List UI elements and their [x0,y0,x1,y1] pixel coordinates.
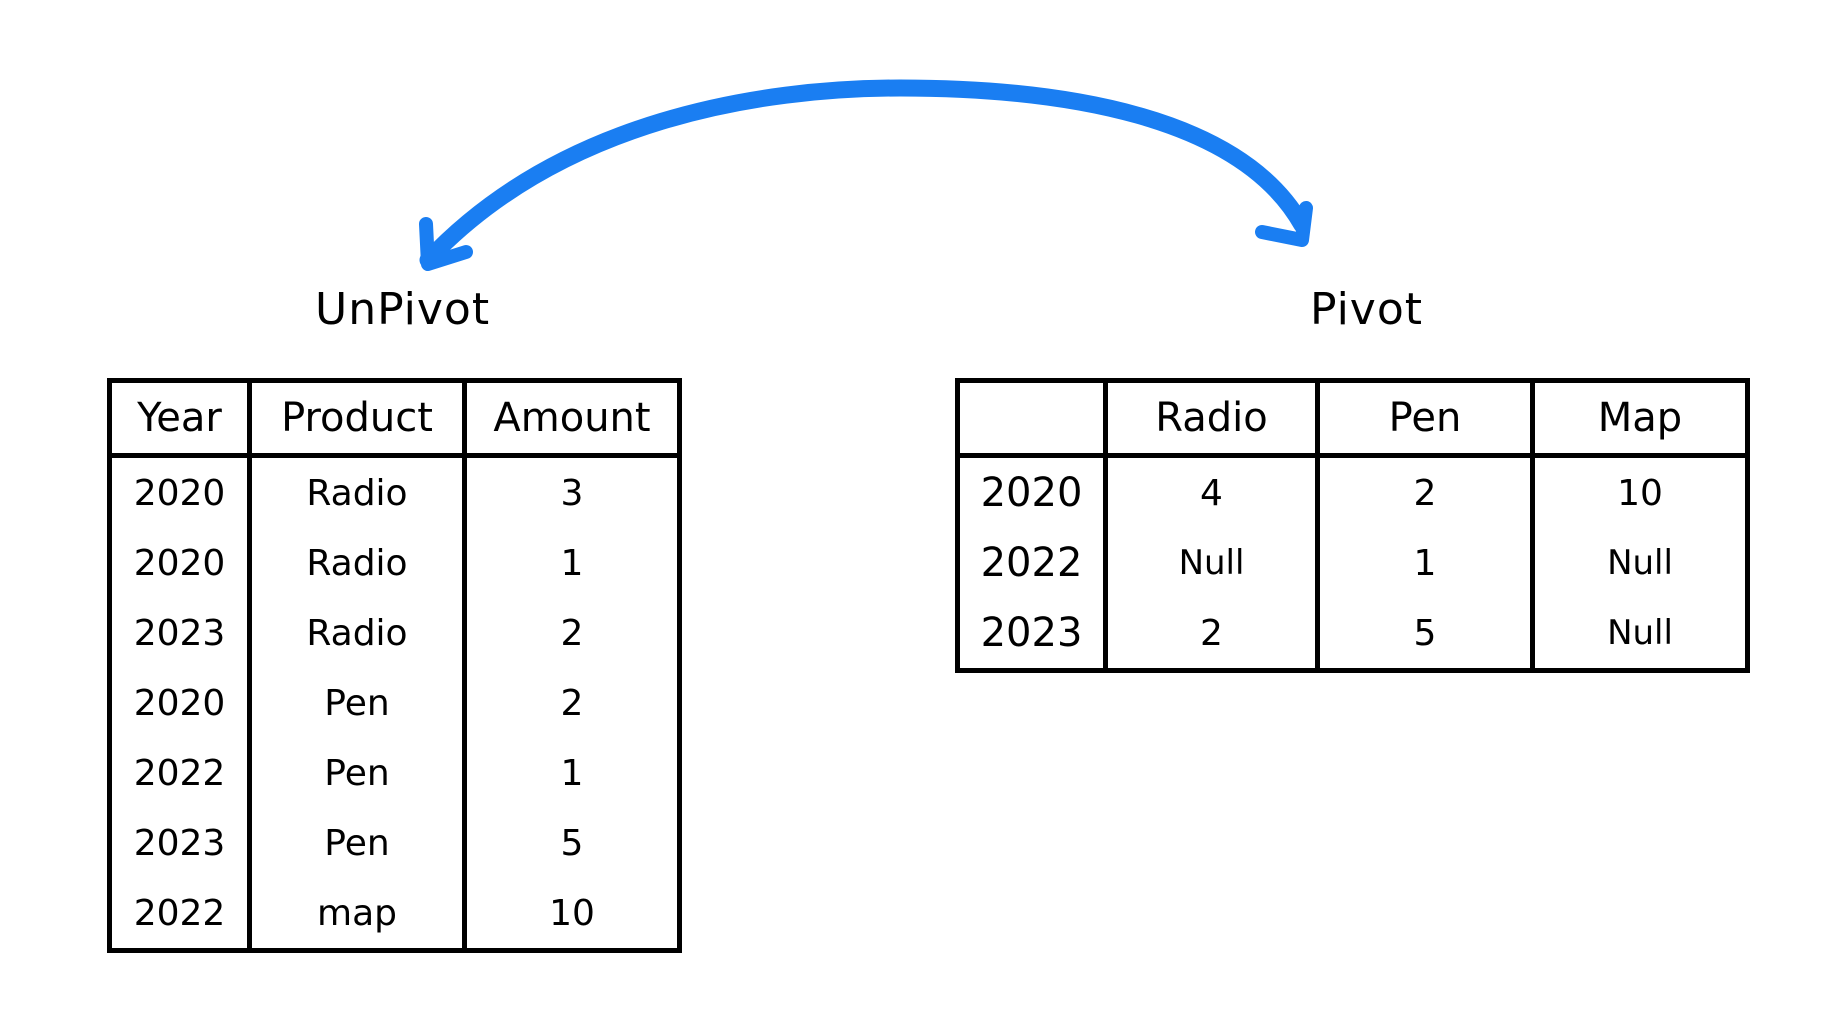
table-row: 2022 map 10 [110,878,680,951]
product-cell: Pen [247,738,465,808]
map-cell: 10 [1530,455,1748,528]
product-cell: Pen [247,668,465,738]
table-row: 2020 Pen 2 [110,668,680,738]
year-cell: 2023 [133,822,226,864]
pivot-header-pen: Pen [1315,380,1533,458]
year-cell: 2022 [133,892,226,934]
arrow-curve [419,79,1311,269]
year-cell: 2023 [133,612,226,654]
unpivot-caption: UnPivot [315,284,491,335]
table-row: 2023 2 5 Null [958,598,1748,671]
table-row: 2020 4 2 10 [958,455,1748,528]
year-cell: 2020 [133,682,226,724]
amount-cell: 2 [462,598,680,668]
pivot-header-corner [957,380,1106,458]
arrow-head-right [1255,201,1313,247]
table-row: 2023 Pen 5 [110,808,680,878]
amount-cell: 10 [462,878,680,951]
amount-cell: 5 [462,808,680,878]
pen-cell: 2 [1315,455,1533,528]
unpivot-header-year: Year [109,380,250,458]
table-row: 2020 Radio 3 [110,455,680,528]
table-row: 2022 Pen 1 [110,738,680,808]
unpivot-table: Year Product Amount 2020 Radio 3 2020 Ra… [107,378,682,953]
product-cell: Radio [247,455,465,528]
unpivot-header-row: Year Product Amount [109,380,680,458]
radio-cell: Null [1103,528,1318,598]
year-cell: 2022 [133,752,226,794]
radio-cell: 2 [1103,598,1318,671]
unpivot-header-amount: Amount [462,380,680,458]
year-cell: 2020 [980,470,1083,516]
product-cell: Pen [247,808,465,878]
arrow-head-left [419,217,473,271]
year-cell: 2020 [133,542,226,584]
map-cell: Null [1530,598,1748,671]
pen-cell: 5 [1315,598,1533,671]
amount-cell: 1 [462,738,680,808]
year-cell: 2023 [980,610,1083,656]
pivot-table: Radio Pen Map 2020 4 2 10 2022 Null 1 Nu… [955,378,1750,673]
year-cell: 2020 [133,472,226,514]
map-cell: Null [1530,528,1748,598]
product-cell: Radio [247,528,465,598]
amount-cell: 2 [462,668,680,738]
table-row: 2022 Null 1 Null [958,528,1748,598]
pen-cell: 1 [1315,528,1533,598]
pivot-header-row: Radio Pen Map [957,380,1748,458]
product-cell: map [247,878,465,951]
unpivot-header-product: Product [247,380,465,458]
table-row: 2023 Radio 2 [110,598,680,668]
amount-cell: 3 [462,455,680,528]
product-cell: Radio [247,598,465,668]
amount-cell: 1 [462,528,680,598]
pivot-header-radio: Radio [1103,380,1318,458]
radio-cell: 4 [1103,455,1318,528]
table-row: 2020 Radio 1 [110,528,680,598]
year-cell: 2022 [980,540,1083,586]
pivot-header-map: Map [1530,380,1748,458]
pivot-caption: Pivot [1310,284,1424,335]
